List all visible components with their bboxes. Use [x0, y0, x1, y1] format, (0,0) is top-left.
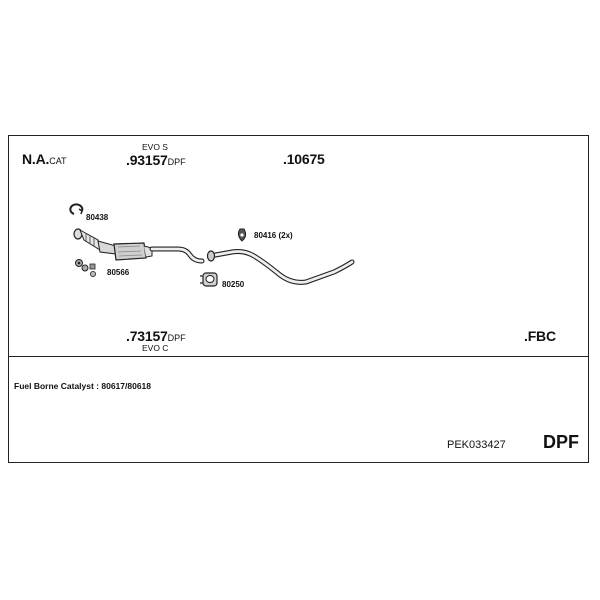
- section-divider: [8, 356, 589, 357]
- part-10675-label: .10675: [283, 151, 325, 167]
- dpf-canister: [113, 242, 153, 261]
- na-cat-label: N.A.CAT: [22, 151, 67, 167]
- reference-code: PEK033427: [447, 439, 506, 451]
- fuel-borne-note: Fuel Borne Catalyst : 80617/80618: [14, 381, 152, 391]
- evo-c-label: EVO C: [142, 343, 169, 353]
- part-93157-label: .93157DPF: [126, 152, 186, 168]
- evo-s-label: EVO S: [142, 142, 168, 152]
- fbc-label: .FBC: [524, 328, 556, 344]
- callout-80438: 80438: [86, 213, 109, 222]
- callout-80566: 80566: [107, 268, 130, 277]
- clamp-ring-icon: [69, 203, 84, 215]
- front-pipe-flex: [73, 228, 117, 255]
- callout-80250: 80250: [222, 280, 245, 289]
- rubber-hanger-icon: [237, 228, 247, 242]
- rear-pipe-inlet: [206, 250, 216, 262]
- callout-80416: 80416 (2x): [254, 231, 293, 240]
- diagram-frame: [8, 135, 589, 463]
- pipe-clamp-icon: [200, 272, 218, 287]
- bolt-nut-icon: [75, 259, 97, 277]
- rear-pipe: [207, 249, 355, 285]
- reference-type: DPF: [543, 432, 579, 452]
- part-73157-label: .73157DPF: [126, 328, 186, 344]
